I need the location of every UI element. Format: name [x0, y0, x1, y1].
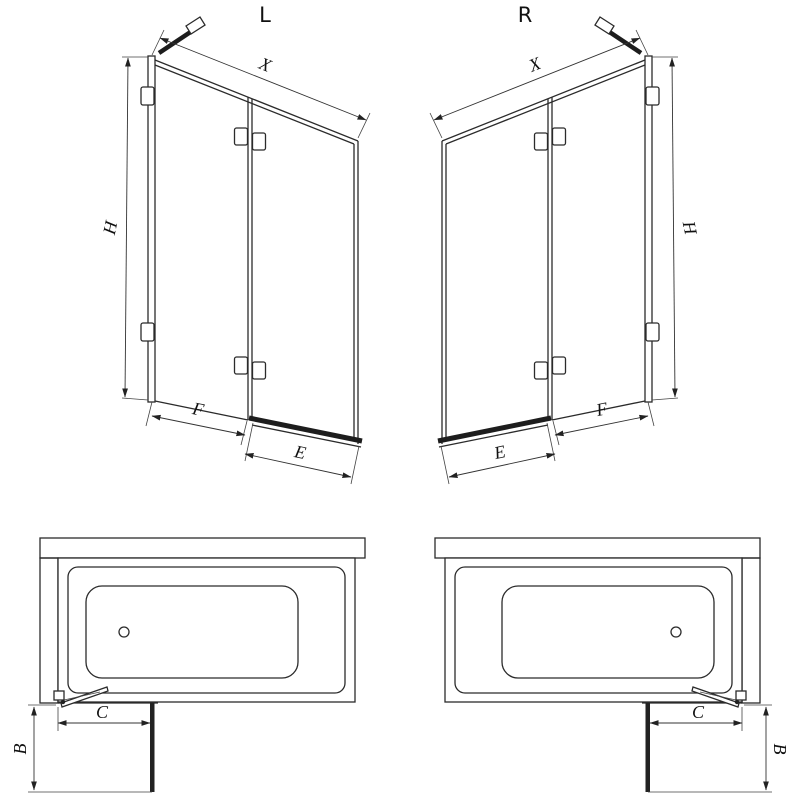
right-variant-label: R — [518, 3, 533, 27]
dim-e-label-right: E — [491, 441, 507, 463]
left-screen-drawing — [122, 17, 370, 484]
left-variant-label: L — [259, 3, 271, 27]
dim-h-label-right: H — [679, 218, 702, 237]
right-screen-drawing — [430, 17, 678, 484]
dim-c-label-left: C — [96, 702, 109, 722]
dim-f-label-left: F — [190, 398, 207, 420]
right-plan-drawing — [435, 538, 772, 792]
dim-x-label-right: X — [525, 53, 545, 76]
dim-x-label-left: X — [255, 53, 275, 76]
dim-c-label-right: C — [692, 702, 705, 722]
dim-e-label-left: E — [292, 441, 308, 463]
dim-b-label-left: B — [10, 744, 30, 755]
left-plan-drawing — [28, 538, 365, 792]
dim-b-label-right: B — [770, 744, 790, 755]
dim-h-label-left: H — [99, 218, 122, 237]
dim-f-label-right: F — [593, 398, 610, 420]
